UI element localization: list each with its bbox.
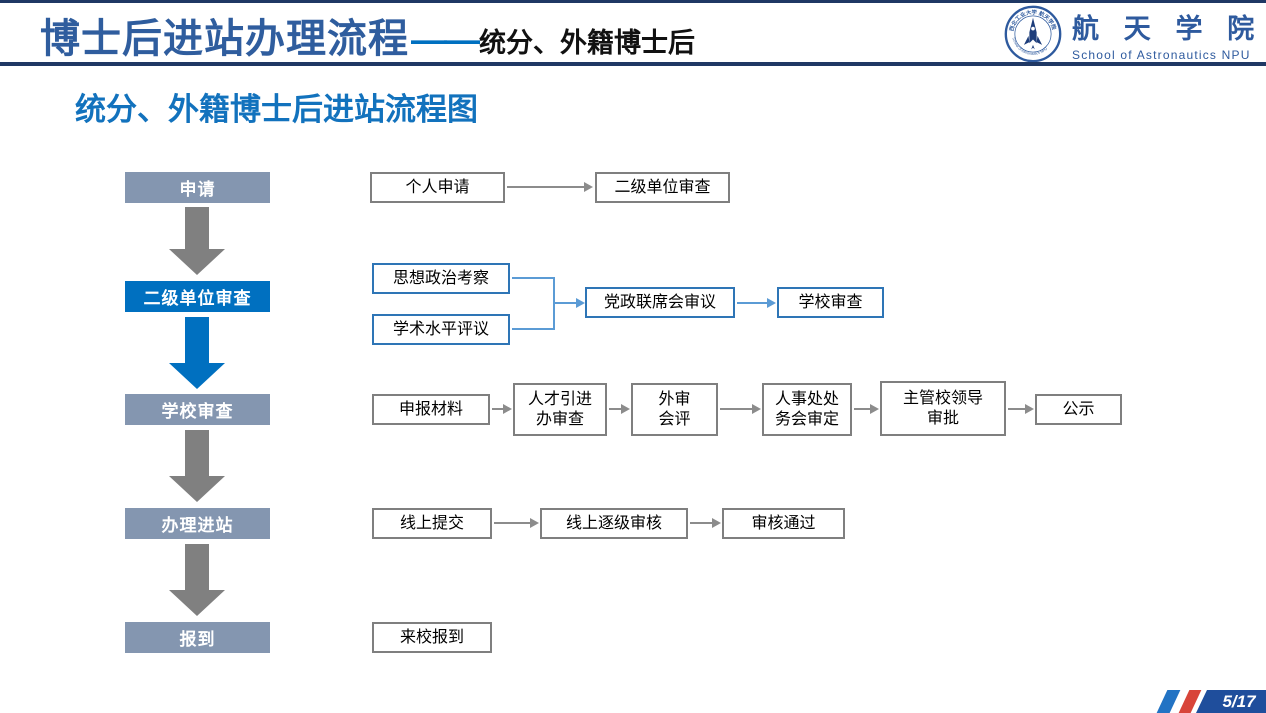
logo-name-cn: 航 天 学 院 — [1072, 13, 1264, 44]
right-arrow-icon — [720, 404, 761, 414]
logo-text: 航 天 学 院 School of Astronautics NPU — [1072, 7, 1263, 62]
stage-school-review: 学校审查 — [125, 394, 270, 425]
title-suffix: 统分、外籍博士后 — [479, 28, 695, 58]
right-arrow-icon — [690, 518, 721, 528]
right-arrow-icon — [554, 298, 585, 308]
section-title: 统分、外籍博士后进站流程图 — [75, 92, 478, 127]
flow-box-online-stepwise-review: 线上逐级审核 — [540, 508, 688, 539]
right-arrow-icon — [492, 404, 512, 414]
rocket-icon — [1023, 17, 1043, 50]
page-number: 5/17 — [1222, 692, 1256, 711]
connector-line — [512, 328, 555, 330]
stage-apply: 申请 — [125, 172, 270, 203]
logo-name-en: School of Astronautics NPU — [1072, 47, 1251, 62]
flow-box-campus-registration: 来校报到 — [372, 622, 492, 653]
connector-line — [512, 277, 555, 279]
right-arrow-icon — [737, 298, 776, 308]
page-number-shape — [1196, 690, 1266, 713]
flow-box-public-notice: 公示 — [1035, 394, 1122, 425]
right-arrow-icon — [507, 182, 593, 192]
stage-down-arrow-icon — [169, 430, 225, 502]
stage-process-entry: 办理进站 — [125, 508, 270, 539]
flow-box-online-submit: 线上提交 — [372, 508, 492, 539]
flow-box-talent-office-review: 人才引进 办审查 — [513, 383, 607, 436]
stage-down-arrow-icon — [169, 317, 225, 389]
flow-box-academic-evaluation: 学术水平评议 — [372, 314, 510, 345]
flow-box-joint-committee: 党政联席会审议 — [585, 287, 735, 318]
header-rule — [0, 62, 1266, 66]
stage-down-arrow-icon — [169, 207, 225, 275]
right-arrow-icon — [1008, 404, 1034, 414]
flow-box-personal-application: 个人申请 — [370, 172, 505, 203]
stage-down-arrow-icon — [169, 544, 225, 616]
university-seal-icon: 西北工业大学 航天学院 School of Astronautics NPU — [1004, 5, 1062, 63]
flow-box-external-review: 外审 会评 — [631, 383, 718, 436]
flow-box-review-passed: 审核通过 — [722, 508, 845, 539]
flow-box-hr-committee: 人事处处 务会审定 — [762, 383, 852, 436]
flow-box-political-review: 思想政治考察 — [372, 263, 510, 294]
school-logo: 西北工业大学 航天学院 School of Astronautics NPU 航… — [1004, 5, 1263, 63]
slide-title: 博士后进站办理流程 —— 统分、外籍博士后 — [40, 6, 695, 64]
footer-slash-blue-icon — [1156, 690, 1181, 713]
right-arrow-icon — [609, 404, 630, 414]
flow-box-leader-approval: 主管校领导 审批 — [880, 381, 1006, 436]
flow-box-secondary-unit-review: 二级单位审查 — [595, 172, 730, 203]
top-rule — [0, 0, 1266, 3]
stage-secondary-unit-review: 二级单位审查 — [125, 281, 270, 312]
stage-report: 报到 — [125, 622, 270, 653]
right-arrow-icon — [494, 518, 539, 528]
title-main: 博士后进站办理流程 — [40, 17, 409, 61]
right-arrow-icon — [854, 404, 879, 414]
flow-box-application-materials: 申报材料 — [372, 394, 490, 425]
title-dash: —— — [411, 19, 480, 60]
flow-box-school-review: 学校审查 — [777, 287, 884, 318]
